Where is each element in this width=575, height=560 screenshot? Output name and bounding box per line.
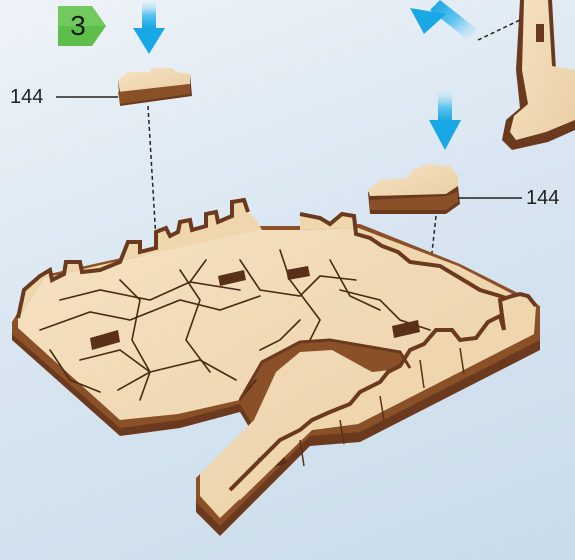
step-number: 3: [58, 6, 98, 46]
insert-arrow-diagonal: [410, 0, 478, 40]
step-badge: 3: [58, 6, 106, 46]
wall-piece-upper-right: [478, 0, 575, 150]
part-144-right: [368, 164, 460, 214]
callout-label-left: 144: [10, 87, 43, 107]
callout-label-right: 144: [526, 188, 559, 208]
part-144-left: [118, 68, 192, 106]
insert-arrow-right: [429, 90, 461, 150]
insert-arrow-left: [133, 0, 165, 54]
